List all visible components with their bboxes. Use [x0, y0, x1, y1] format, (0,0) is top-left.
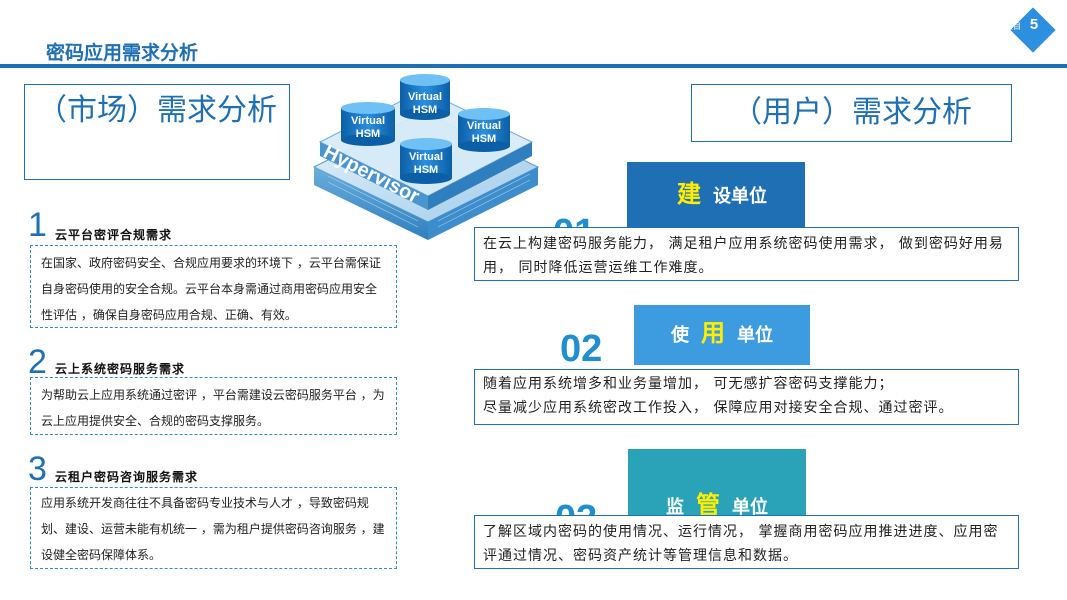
hsm-cylinder-front [400, 138, 452, 184]
unit-1-description: 在云上构建密码服务能力， 满足租户应用系统密码使用需求， 做到密码好用易用， 同… [474, 227, 1019, 281]
section-3-number: 3 [28, 450, 47, 488]
page-title: 密码应用需求分析 [46, 42, 199, 64]
unit-prefix: 监 [666, 497, 684, 517]
section-1-body: 在国家、政府密码安全、合规应用要求的环境下 ，云平台需保证自身密码使用的安全合规… [30, 245, 397, 328]
unit-block-use: 使用单位 [634, 305, 810, 365]
unit-prefix: 使 [671, 325, 689, 346]
unit-block-construction: 建设单位 [627, 162, 805, 232]
unit-highlight: 建 [677, 180, 701, 208]
unit-label: 单位 [732, 497, 768, 517]
unit-block-supervision: 监管单位 [628, 449, 806, 517]
unit-3-description: 了解区域内密码的使用情况、运行情况， 掌握商用密码应用推进进度、应用密评通过情况… [474, 515, 1019, 569]
hsm-cylinder-right [458, 108, 510, 152]
badge-tiny-text: 项目 [1005, 22, 1021, 31]
unit-label: 设单位 [713, 186, 767, 207]
hsm-cylinder-left [341, 102, 395, 146]
section-1-title: 云平台密评合规需求 [55, 228, 173, 242]
section-3-title: 云租户密码咨询服务需求 [55, 470, 199, 484]
unit-highlight: 管 [696, 491, 720, 517]
unit-highlight: 用 [701, 319, 725, 347]
unit-label: 单位 [737, 325, 773, 346]
hsm-cylinder-top [400, 74, 450, 120]
section-3-body: 应用系统开发商往往不具备密码专业技术与人才 ，导致密码规划、建设、运营未能有机统… [30, 487, 397, 569]
section-2-title: 云上系统密码服务需求 [55, 362, 186, 376]
section-2-number: 2 [28, 343, 47, 381]
market-heading: （市场）需求分析 [24, 84, 290, 180]
section-1-number: 1 [28, 206, 47, 244]
page-number: 5 [1029, 16, 1039, 33]
header-divider [0, 64, 1067, 68]
section-2-body: 为帮助云上应用系统通过密评 ，平台需建设云密码服务平台 ，为云上应用提供安全、合… [30, 377, 397, 435]
unit-2-number: 02 [560, 328, 603, 370]
unit-2-description: 随着应用系统增多和业务量增加， 可无感扩容密码支撑能力； 尽量减少应用系统密改工… [474, 369, 1019, 425]
page-number-badge: 项目 5 [1005, 7, 1057, 54]
user-heading: （用户）需求分析 [691, 84, 1012, 142]
